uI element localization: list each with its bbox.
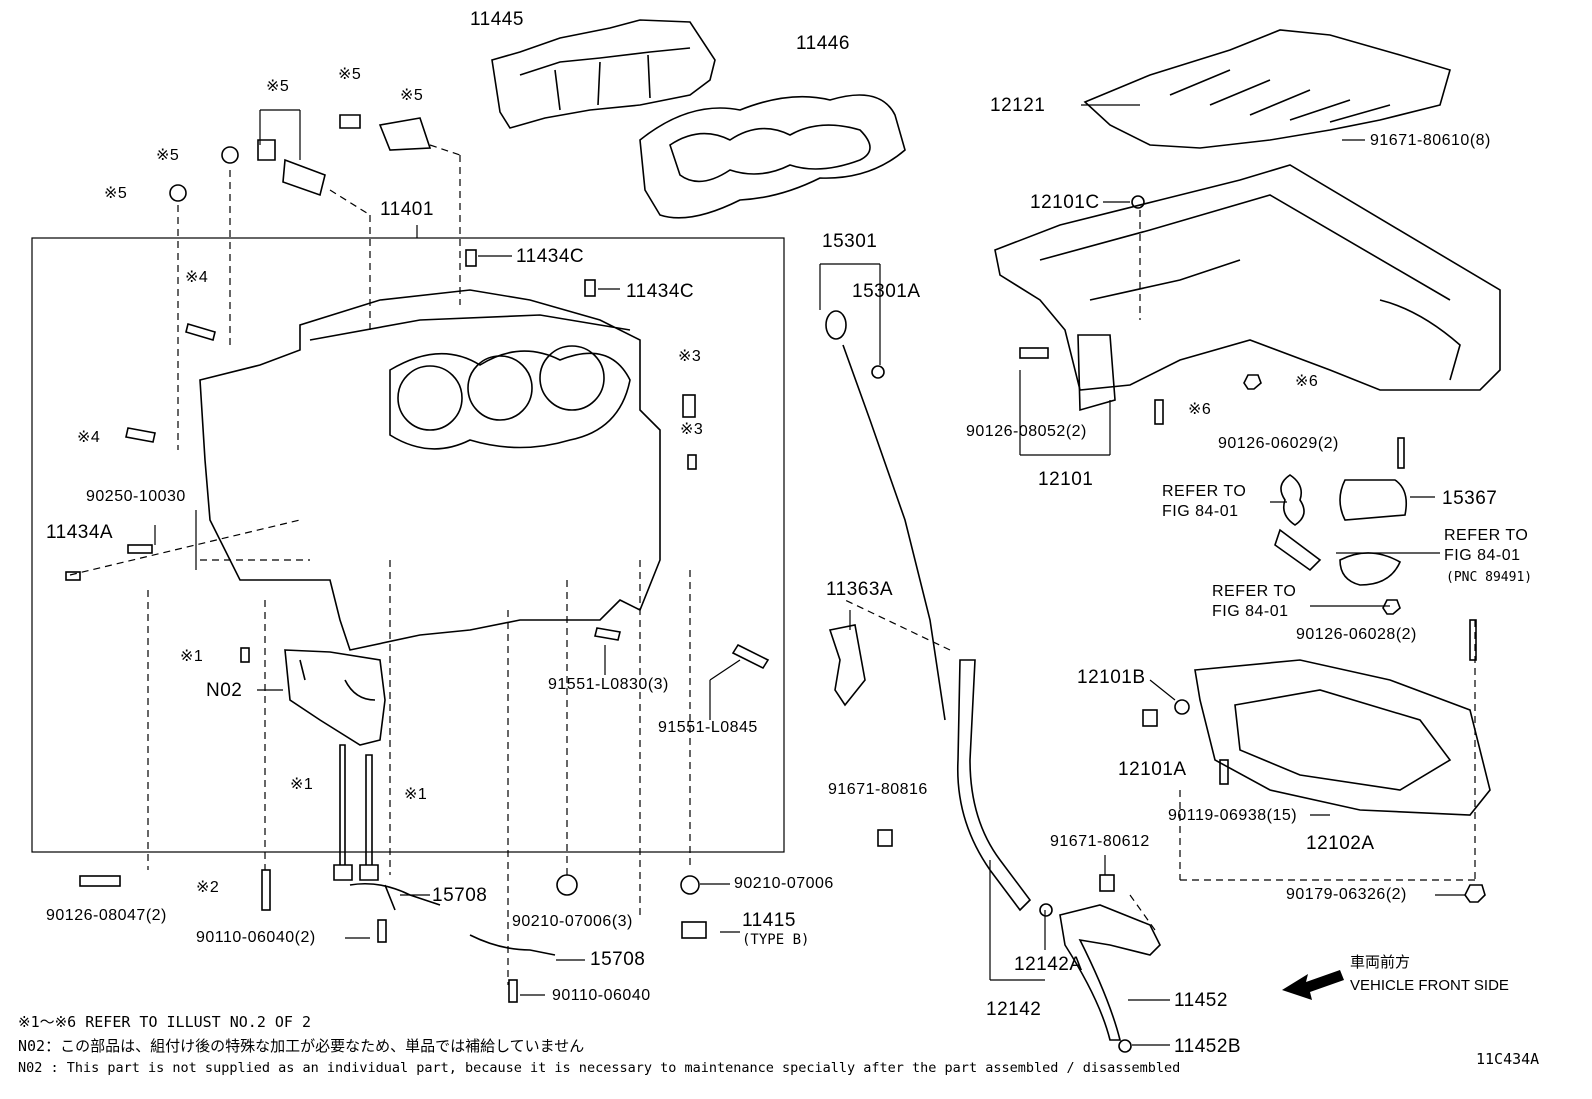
label-91671-80612: 91671-80612 — [1050, 833, 1150, 850]
label-12101A: 12101A — [1118, 759, 1187, 780]
part-bolt-x1-b — [359, 754, 379, 881]
part-bolt-x1-a — [333, 744, 353, 881]
label-11445: 11445 — [470, 9, 524, 30]
label-91551-L0845: 91551-L0845 — [658, 719, 758, 736]
part-15301-dipstick — [825, 310, 946, 721]
label-15301: 15301 — [822, 231, 878, 252]
label-90110-06040-2: 90110-06040(2) — [196, 929, 316, 946]
label-90179-06326: 90179-06326(2) — [1286, 886, 1407, 903]
label-91671-80610: 91671-80610(8) — [1370, 132, 1491, 149]
label-12102A: 12102A — [1306, 833, 1375, 854]
label-90210-07006: 90210-07006 — [734, 875, 834, 892]
label-front-jp: 車両前方 — [1350, 953, 1411, 971]
label-x5-b: ※5 — [266, 78, 290, 95]
dashed-alignment-lines — [69, 144, 1476, 985]
label-90126-06028: 90126-06028(2) — [1296, 626, 1417, 643]
label-11434C-b: 11434C — [626, 281, 695, 302]
label-90110-06040: 90110-06040 — [552, 987, 651, 1004]
label-fig-1: FIG 84-01 — [1162, 503, 1239, 520]
label-11363A: 11363A — [826, 579, 894, 600]
label-x1-a: ※1 — [180, 648, 204, 665]
label-90210-07006-3: 90210-07006(3) — [512, 913, 633, 930]
label-11401: 11401 — [380, 199, 434, 220]
label-12121: 12121 — [990, 95, 1046, 116]
label-front-en: VEHICLE FRONT SIDE — [1350, 977, 1509, 994]
part-12101-oil-pan — [994, 164, 1501, 391]
label-x5-d: ※5 — [156, 147, 180, 164]
part-11401-cylinder-block — [199, 289, 661, 651]
note-n02-en: N02 : This part is not supplied as an in… — [18, 1060, 1181, 1076]
label-90126-06029: 90126-06029(2) — [1218, 435, 1339, 452]
label-90126-08052: 90126-08052(2) — [966, 423, 1087, 440]
note-n02-jp: N02：この部品は、組付け後の特殊な加工が必要なため、単品では補給していません — [18, 1037, 585, 1055]
label-91551-L0830: 91551-L0830(3) — [548, 676, 669, 693]
label-x3-a: ※3 — [678, 348, 702, 365]
part-11446-gasket — [639, 94, 906, 219]
label-11446: 11446 — [796, 33, 850, 54]
label-refer-to-3: REFER TO — [1212, 583, 1297, 600]
label-fig-2: FIG 84-01 — [1444, 547, 1521, 564]
label-11415: 11415 — [742, 910, 796, 931]
label-x1-b: ※1 — [290, 776, 314, 793]
label-x5-c: ※5 — [400, 87, 424, 104]
label-12101C: 12101C — [1030, 192, 1100, 213]
label-11452: 11452 — [1174, 990, 1228, 1011]
small-parts — [65, 114, 1486, 1053]
cylinder-block-frame — [31, 237, 785, 853]
label-fig-3: FIG 84-01 — [1212, 603, 1289, 620]
label-x6-a: ※6 — [1295, 373, 1319, 390]
label-x1-c: ※1 — [404, 786, 428, 803]
part-12142-guide — [956, 659, 1032, 912]
part-11445-cover — [491, 19, 716, 129]
label-N02: N02 — [206, 680, 243, 701]
label-x3-b: ※3 — [680, 421, 704, 438]
label-x4-a: ※4 — [185, 269, 209, 286]
label-x4-b: ※4 — [77, 429, 101, 446]
label-15708-a: 15708 — [432, 885, 488, 906]
label-90119-06938: 90119-06938(15) — [1168, 807, 1298, 824]
label-15708-b: 15708 — [590, 949, 646, 970]
front-arrow-icon — [1282, 970, 1344, 1000]
label-11434C-a: 11434C — [516, 246, 585, 267]
label-x5-a: ※5 — [338, 66, 362, 83]
label-12142: 12142 — [986, 999, 1042, 1020]
part-11452-strainer — [1059, 904, 1161, 1041]
label-x6-b: ※6 — [1188, 401, 1212, 418]
label-pnc: (PNC 89491) — [1446, 570, 1533, 585]
note-refer-illust: ※1～※6 REFER TO ILLUST NO.2 OF 2 — [18, 1013, 311, 1031]
label-11452B: 11452B — [1174, 1036, 1242, 1057]
label-90126-08047: 90126-08047(2) — [46, 907, 167, 924]
illustration-code: 11C434A — [1476, 1050, 1540, 1068]
label-12101B: 12101B — [1077, 667, 1146, 688]
label-refer-to-1: REFER TO — [1162, 483, 1247, 500]
label-type-b: (TYPE B) — [742, 932, 810, 948]
label-12101: 12101 — [1038, 469, 1094, 490]
label-11434A: 11434A — [46, 522, 114, 543]
label-refer-to-2: REFER TO — [1444, 527, 1529, 544]
label-15301A: 15301A — [852, 281, 921, 302]
leader-lines — [154, 104, 1465, 1046]
label-x5-e: ※5 — [104, 185, 128, 202]
part-N02-bearing-cap — [284, 649, 386, 746]
part-12121-baffle — [1083, 29, 1451, 149]
label-91671-80816: 91671-80816 — [828, 781, 928, 798]
part-12102A-lower-pan — [1194, 659, 1491, 816]
part-12101-flange — [1077, 334, 1116, 412]
label-15367: 15367 — [1442, 488, 1498, 509]
label-90250-10030: 90250-10030 — [86, 488, 186, 505]
label-x2: ※2 — [196, 879, 220, 896]
label-12142A: 12142A — [1014, 954, 1083, 975]
